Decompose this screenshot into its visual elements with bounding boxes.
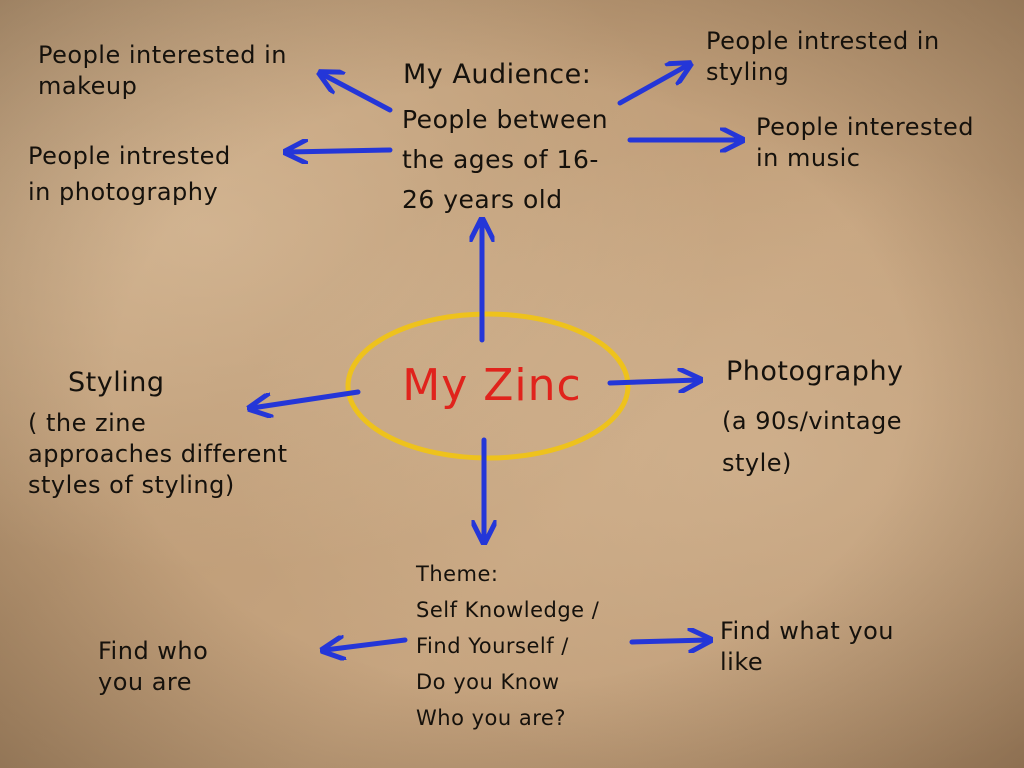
theme-branch-find-who: Find who you are [98, 637, 209, 696]
arrow-to-find-what [629, 640, 708, 642]
arrow-to-styling [252, 389, 361, 408]
audience-body: People between the ages of 16- 26 years … [402, 105, 609, 214]
arrow-to-photography-audience [288, 150, 393, 152]
arrow-to-photography [607, 380, 698, 383]
branch-styling-audience: People intrested in styling [706, 27, 940, 86]
arrow-to-styling-audience [617, 65, 688, 106]
center-label: My Zinc [402, 360, 582, 411]
photography-heading: Photography [726, 356, 904, 387]
theme-branch-find-what: Find what you like [720, 617, 894, 676]
styling-heading: Styling [68, 367, 165, 398]
center-ring [345, 311, 631, 461]
arrow-to-find-who [325, 640, 408, 650]
theme-text: Theme: Self Knowledge / Find Yourself / … [416, 562, 600, 730]
branch-photography-audience: People intrested in photography [28, 142, 231, 206]
branch-makeup: People interested in makeup [38, 41, 287, 100]
audience-heading: My Audience: [403, 59, 592, 90]
styling-body: ( the zine approaches different styles o… [28, 409, 288, 499]
arrow-to-makeup [322, 74, 393, 113]
photography-body: (a 90s/vintage style) [722, 407, 903, 477]
branch-music: People interested in music [756, 113, 974, 172]
